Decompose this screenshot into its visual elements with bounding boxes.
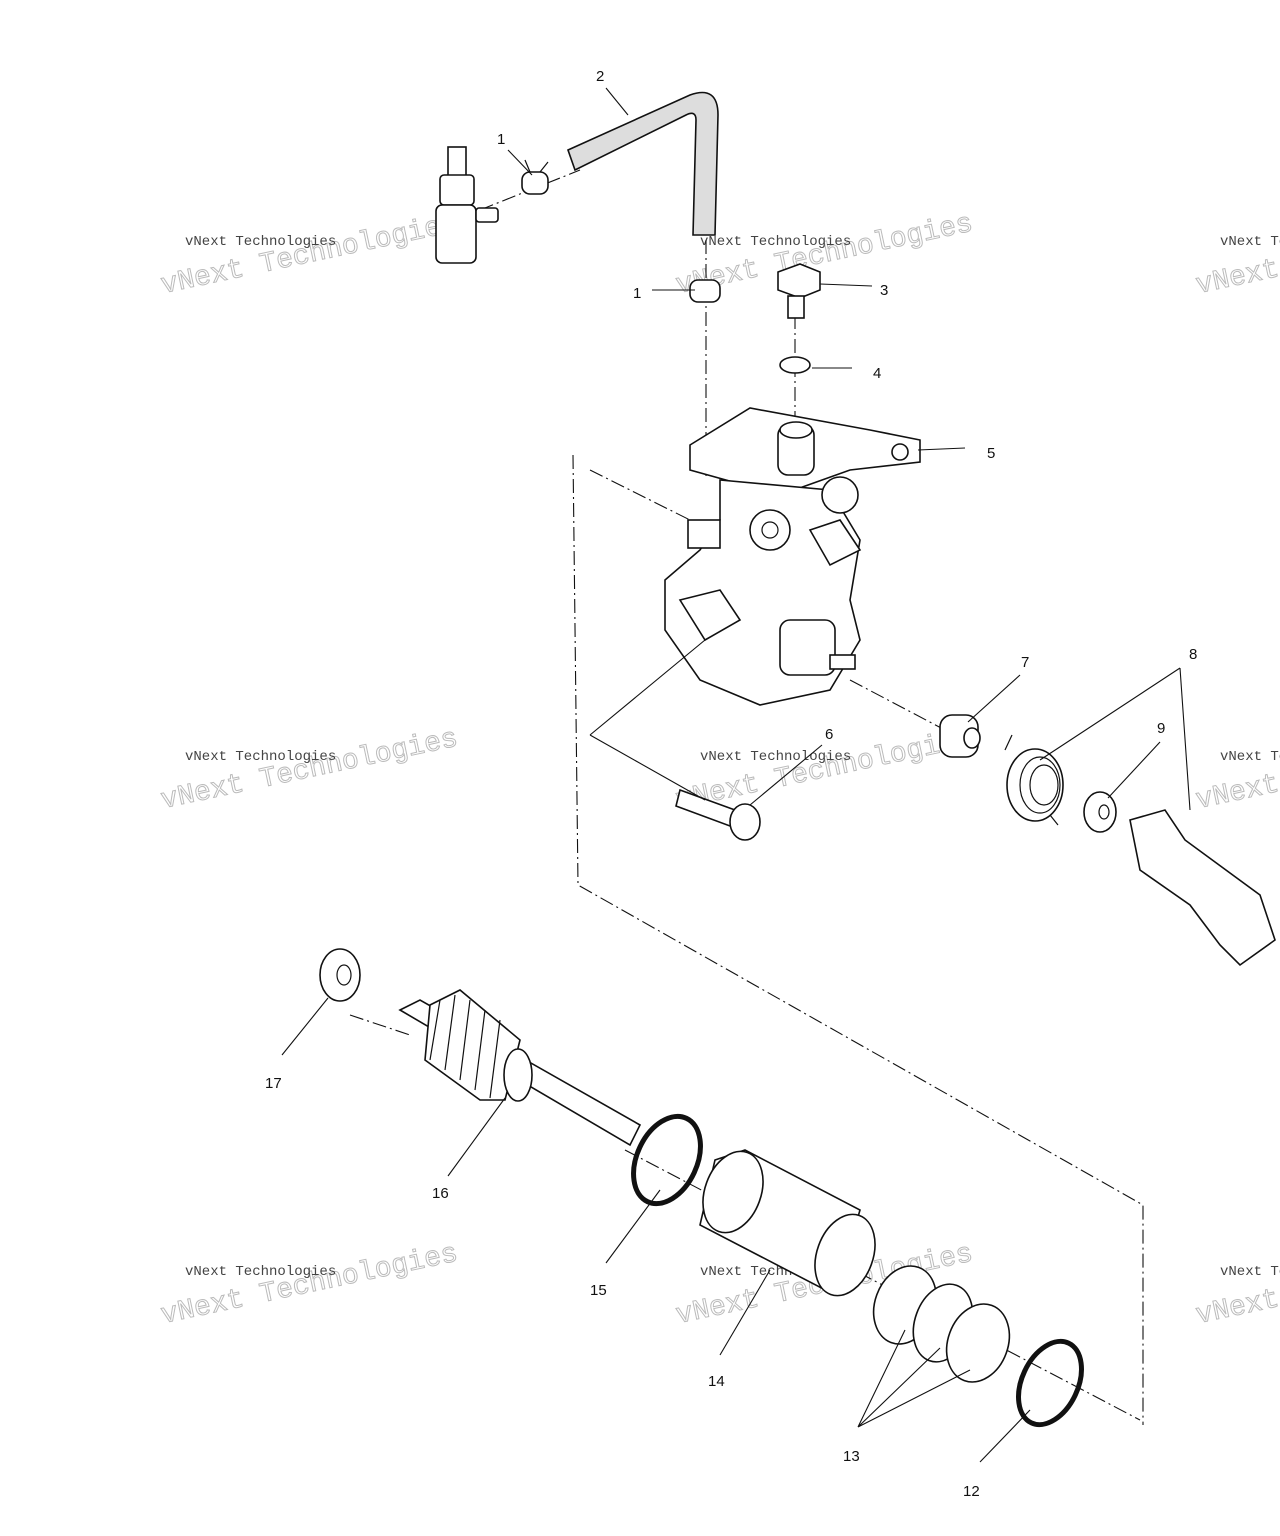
clamp-part	[689, 279, 721, 303]
watermark-big: vNext Technologies	[158, 724, 460, 817]
callout-1: 1	[497, 131, 505, 148]
seal-ring-part	[1016, 1338, 1084, 1428]
watermark-big: vNext Technologies	[1193, 724, 1280, 817]
watermark-small: vNext Technologies	[1220, 234, 1280, 250]
clamp-part	[521, 159, 549, 195]
centerline	[589, 469, 691, 521]
callout-5: 5	[987, 445, 995, 462]
callout-3: 3	[880, 282, 888, 299]
washer-part	[1083, 791, 1117, 833]
callout-6: 6	[825, 726, 833, 743]
callout-7: 7	[1021, 654, 1029, 671]
cylinder-part	[699, 1149, 876, 1297]
assembly-boundary	[572, 454, 1144, 1425]
watermark-small: vNext Technologies	[1220, 1264, 1280, 1280]
watermark-big: vNext Technologies	[158, 1239, 460, 1332]
callout-16: 16	[432, 1185, 449, 1202]
centerline	[849, 679, 946, 731]
callout-1: 1	[633, 285, 641, 302]
washer-part	[779, 356, 811, 374]
watermark-small: vNext Technologies	[700, 749, 851, 765]
watermark-big: vNext Technologies	[1193, 1239, 1280, 1332]
callout-4: 4	[873, 365, 881, 382]
lever-part	[1129, 809, 1276, 967]
fitting-part	[435, 146, 499, 264]
oil-pump-body	[664, 407, 921, 706]
callout-2: 2	[596, 68, 604, 85]
callout-13: 13	[843, 1448, 860, 1465]
seal-ring-part	[631, 1113, 703, 1207]
watermark-small: vNext Technologies	[1220, 749, 1280, 765]
shim-part	[945, 1303, 1011, 1383]
watermark-small: vNext Technologies	[185, 1264, 336, 1280]
watermark-small: vNext Technologies	[185, 749, 336, 765]
callout-12: 12	[963, 1483, 980, 1500]
collar-part	[939, 714, 981, 758]
callout-9: 9	[1157, 720, 1165, 737]
spring-part	[1004, 734, 1064, 826]
watermark-small: vNext Technologies	[185, 234, 336, 250]
leader-lines	[281, 87, 1191, 1463]
centerline	[349, 1014, 411, 1036]
screw-part	[675, 788, 761, 841]
callout-17: 17	[265, 1075, 282, 1092]
callout-8: 8	[1189, 646, 1197, 663]
callout-14: 14	[708, 1373, 725, 1390]
gear-shaft-part	[398, 989, 642, 1147]
watermark-big: vNext Technologies	[1193, 209, 1280, 302]
hose-part	[567, 91, 719, 236]
watermark-small: vNext Technologies	[700, 234, 851, 250]
callout-15: 15	[590, 1282, 607, 1299]
thrust-washer-part	[319, 948, 361, 1002]
bolt-part	[777, 263, 821, 319]
watermark-big: vNext Technologies	[158, 209, 460, 302]
